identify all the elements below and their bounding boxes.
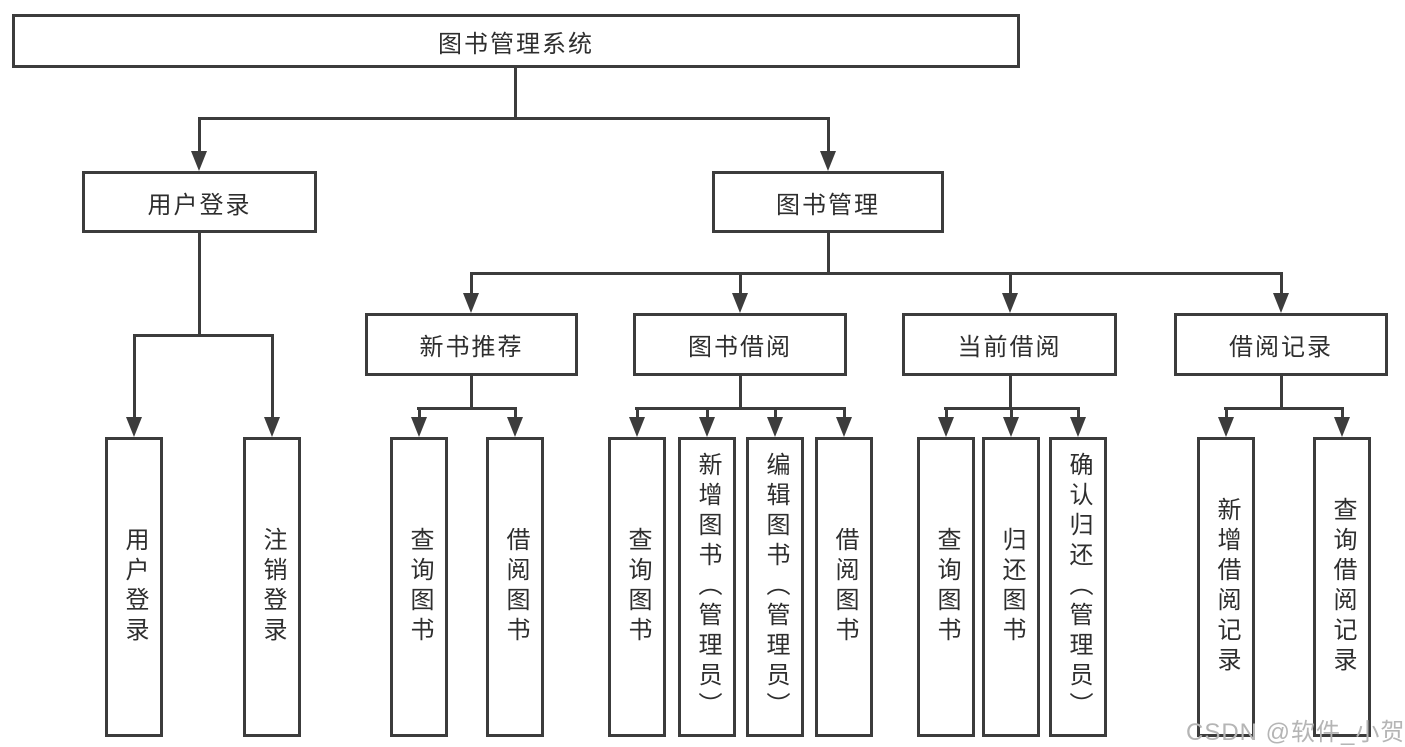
arrowhead-down-icon [411, 417, 427, 437]
leaf-user-login: 用户登录 [105, 437, 163, 737]
arrowhead-down-icon [507, 417, 523, 437]
connector-line [418, 407, 421, 421]
connector-line [843, 407, 846, 421]
node-label: 图书借阅 [688, 334, 792, 361]
leaf-query-books-recommend: 查询图书 [390, 437, 448, 737]
connector-line [1225, 407, 1228, 421]
connector-line [514, 407, 517, 421]
connector-line [739, 272, 742, 297]
node-label: 用户登录 [121, 527, 148, 647]
connector-line [470, 272, 473, 297]
arrowhead-down-icon [463, 293, 479, 313]
node-label: 借阅记录 [1229, 334, 1333, 361]
leaf-borrow-books: 借阅图书 [815, 437, 873, 737]
connector-line [1224, 407, 1344, 410]
leaf-query-books-current: 查询图书 [917, 437, 975, 737]
node-label: 查询借阅记录 [1329, 497, 1356, 677]
leaf-logout-login: 注销登录 [243, 437, 301, 737]
connector-line [1010, 407, 1013, 421]
node-label: 查询图书 [624, 527, 651, 647]
leaf-return-books: 归还图书 [982, 437, 1040, 737]
node-label: 编辑图书（管理员） [762, 452, 789, 722]
connector-line [706, 407, 709, 421]
connector-line [1009, 376, 1012, 409]
leaf-borrow-books-recommend: 借阅图书 [486, 437, 544, 737]
connector-line [774, 407, 777, 421]
arrowhead-down-icon [126, 417, 142, 437]
node-current-borrowing: 当前借阅 [902, 313, 1117, 376]
connector-line [945, 407, 948, 421]
connector-line [514, 66, 517, 120]
node-label: 确认归还（管理员） [1065, 452, 1092, 722]
connector-line [417, 407, 517, 410]
node-library-management-system: 图书管理系统 [12, 14, 1020, 68]
connector-line [1009, 272, 1012, 297]
arrowhead-down-icon [836, 417, 852, 437]
node-label: 新增借阅记录 [1213, 497, 1240, 677]
arrowhead-down-icon [264, 417, 280, 437]
connector-line [1341, 407, 1344, 421]
connector-line [470, 376, 473, 409]
node-label: 用户登录 [147, 191, 252, 219]
connector-line [198, 233, 201, 337]
node-label: 查询图书 [406, 527, 433, 647]
connector-line [470, 272, 1283, 275]
connector-line [198, 117, 201, 153]
arrowhead-down-icon [1334, 417, 1350, 437]
arrowhead-down-icon [732, 293, 748, 313]
node-label: 新书推荐 [419, 334, 524, 361]
node-user-login: 用户登录 [82, 171, 317, 233]
node-borrowing-records: 借阅记录 [1174, 313, 1388, 376]
arrowhead-down-icon [820, 151, 836, 171]
connector-line [1280, 376, 1283, 409]
node-label: 图书管理系统 [438, 30, 594, 58]
node-label: 图书管理 [776, 191, 880, 219]
connector-line [636, 407, 639, 421]
node-book-management: 图书管理 [712, 171, 944, 233]
leaf-query-books-borrowing: 查询图书 [608, 437, 666, 737]
connector-line [739, 376, 742, 409]
arrowhead-down-icon [629, 417, 645, 437]
connector-line [271, 334, 274, 421]
node-new-book-recommendation: 新书推荐 [365, 313, 578, 376]
connector-line [198, 117, 830, 120]
node-book-borrowing: 图书借阅 [633, 313, 847, 376]
arrowhead-down-icon [767, 417, 783, 437]
arrowhead-down-icon [938, 417, 954, 437]
node-label: 当前借阅 [957, 334, 1062, 361]
leaf-add-books-admin: 新增图书（管理员） [678, 437, 736, 737]
arrowhead-down-icon [1070, 417, 1086, 437]
arrowhead-down-icon [1273, 293, 1289, 313]
connector-line [635, 407, 846, 410]
connector-line [827, 233, 830, 274]
node-label: 新增图书（管理员） [694, 452, 721, 722]
arrowhead-down-icon [1003, 417, 1019, 437]
leaf-edit-books-admin: 编辑图书（管理员） [746, 437, 804, 737]
arrowhead-down-icon [1002, 293, 1018, 313]
node-label: 借阅图书 [831, 527, 858, 647]
arrowhead-down-icon [191, 151, 207, 171]
connector-line [1077, 407, 1080, 421]
arrowhead-down-icon [1218, 417, 1234, 437]
watermark-text: CSDN @软件_小贺同学 [1186, 719, 1405, 746]
connector-line [1280, 272, 1283, 297]
node-label: 借阅图书 [502, 527, 529, 647]
node-label: 归还图书 [998, 527, 1025, 647]
leaf-add-borrow-record: 新增借阅记录 [1197, 437, 1255, 737]
leaf-query-borrow-record: 查询借阅记录 [1313, 437, 1371, 737]
node-label: 查询图书 [933, 527, 960, 647]
arrowhead-down-icon [699, 417, 715, 437]
node-label: 注销登录 [259, 527, 286, 647]
connector-line [133, 334, 136, 421]
connector-line [827, 117, 830, 153]
connector-line [133, 334, 274, 337]
leaf-confirm-return-admin: 确认归还（管理员） [1049, 437, 1107, 737]
